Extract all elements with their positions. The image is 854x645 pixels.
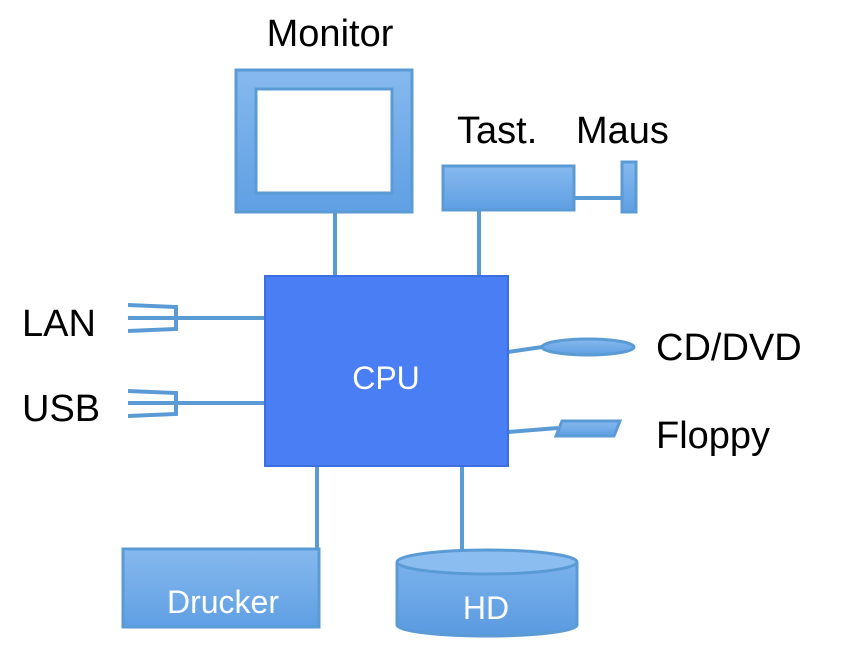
printer-box (121, 547, 321, 629)
usb-port: USB (22, 388, 178, 430)
monitor-label: Monitor (267, 13, 394, 55)
usb-connector-icon (127, 389, 178, 418)
keyboard-label: Tast. (457, 110, 537, 152)
hd-label: HD (463, 590, 509, 626)
lan-port: LAN (22, 303, 178, 345)
floppy-slot-icon (553, 419, 623, 438)
wire-cpu-cddvd (507, 345, 543, 354)
monitor: Monitor (234, 13, 414, 214)
floppy-drive: Floppy (553, 415, 770, 457)
keyboard-mouse: Tast. Maus (441, 110, 669, 214)
cpu-box (264, 275, 509, 467)
cpu: CPU (264, 275, 509, 467)
floppy-label: Floppy (656, 415, 770, 457)
cd-dvd-drive: CD/DVD (540, 327, 802, 369)
cd-dvd-disc-icon (540, 337, 636, 357)
hd-cylinder-body (395, 562, 579, 638)
hard-disk: HD (395, 548, 579, 638)
connection-wires (176, 196, 622, 550)
keyboard-box (441, 164, 576, 212)
mouse-box (620, 160, 638, 214)
lan-connector-icon (127, 303, 178, 333)
monitor-screen (254, 87, 394, 195)
cd-dvd-label: CD/DVD (656, 327, 802, 369)
mouse-label: Maus (576, 110, 669, 152)
hd-cylinder-top (395, 548, 579, 576)
printer: Drucker (121, 547, 321, 629)
printer-label: Drucker (167, 584, 279, 620)
wire-cpu-floppy (507, 426, 559, 434)
lan-label: LAN (22, 303, 96, 345)
cpu-label: CPU (352, 360, 420, 396)
usb-label: USB (22, 388, 100, 430)
